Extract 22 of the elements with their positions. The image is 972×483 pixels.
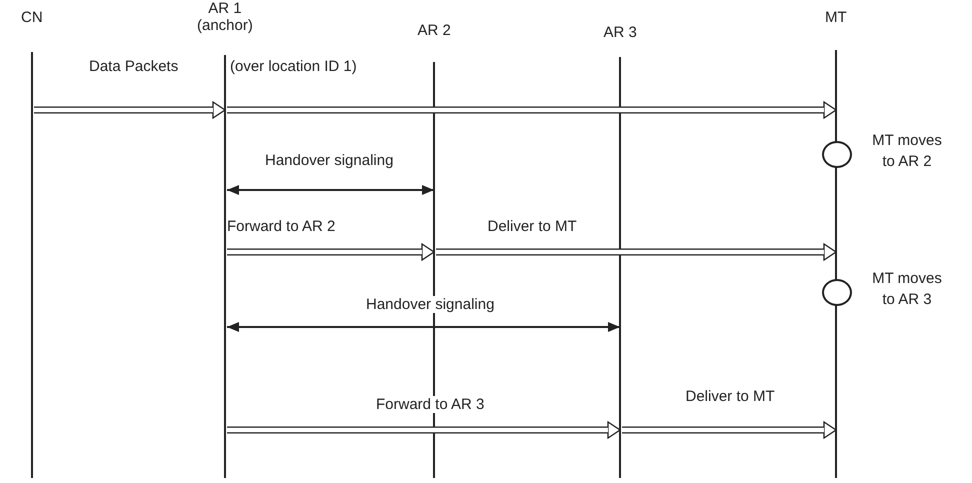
hollow-arrow (34, 101, 226, 119)
double-arrow (227, 185, 434, 195)
hollow-arrow (227, 101, 837, 119)
state-note: MT moves to AR 3 (871, 269, 943, 310)
hollow-arrow (436, 243, 837, 261)
hollow-arrow (227, 421, 621, 439)
edge-label: Handover signaling (365, 296, 496, 313)
edge-label: Handover signaling (264, 152, 394, 169)
state-circle (822, 279, 852, 306)
edge-label: (over location ID 1) (229, 58, 358, 75)
participant-name: AR 3 (604, 24, 637, 41)
participant-name: AR 2 (418, 22, 451, 39)
state-note: MT moves to AR 2 (871, 131, 943, 172)
hollow-arrow (622, 421, 837, 439)
participant-name: AR 1 (207, 0, 243, 17)
double-arrow (227, 322, 620, 332)
participant-name: MT (825, 9, 847, 26)
participant-name: CN (21, 9, 43, 26)
participant-role: (anchor) (197, 17, 253, 34)
state-circle (822, 141, 852, 168)
hollow-arrow (227, 243, 435, 261)
edge-label: Forward to AR 3 (375, 396, 486, 413)
